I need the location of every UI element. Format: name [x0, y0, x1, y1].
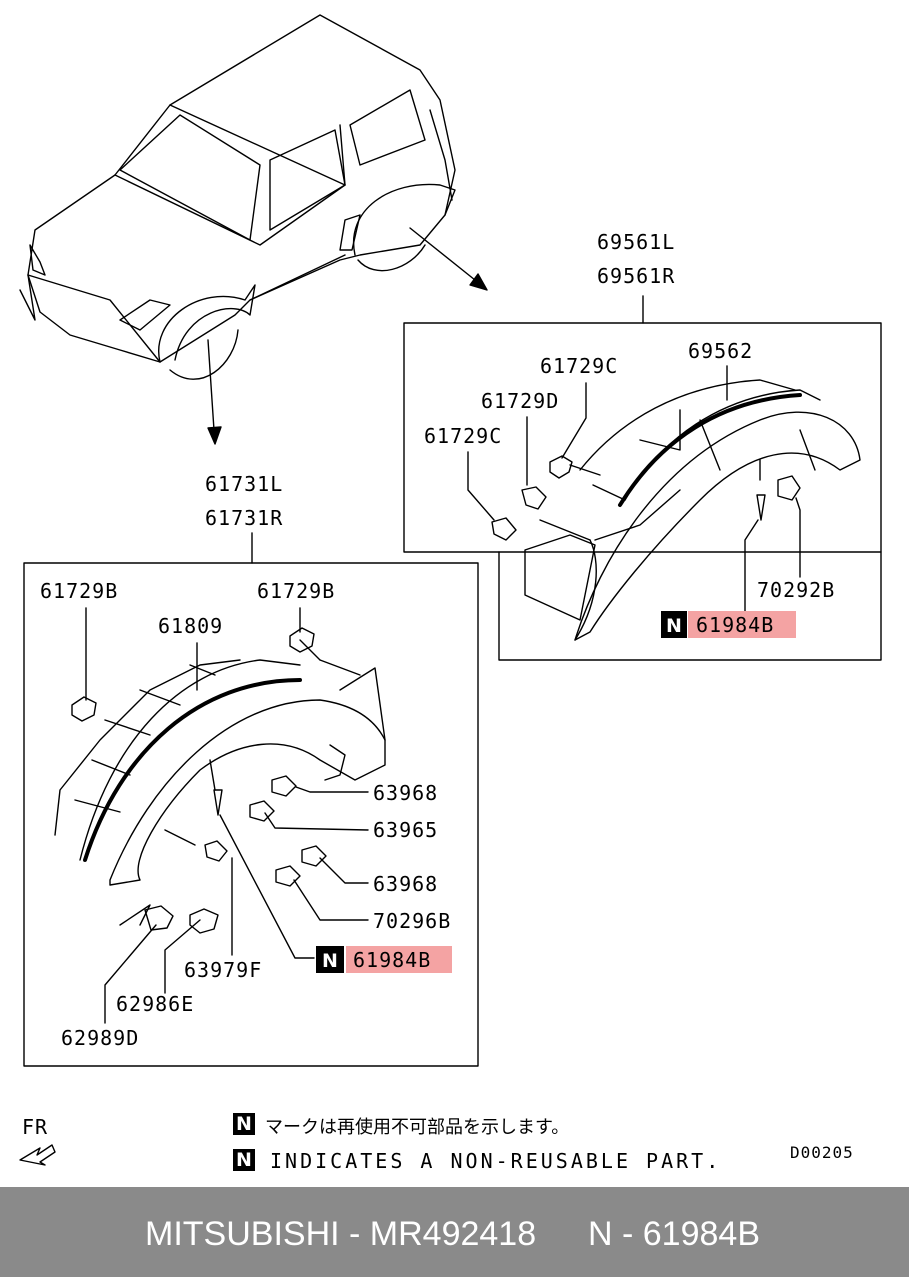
part-label-63965: 63965	[373, 818, 438, 842]
rear-group-number-left: 69561L	[597, 230, 675, 254]
part-label-61729c-top: 61729C	[540, 354, 618, 378]
highlight-61984b-rear	[688, 611, 796, 638]
fr-arrow-icon	[19, 1144, 56, 1166]
front-group-number-left: 61731L	[205, 472, 283, 496]
part-label-69562: 69562	[688, 339, 753, 363]
non-reusable-badge	[316, 946, 344, 973]
footer-brand-partnumber: MITSUBISHI - MR492418	[145, 1215, 537, 1253]
part-label-70292b: 70292B	[757, 578, 835, 602]
non-reusable-mark: N	[322, 950, 338, 972]
part-label-63968-a: 63968	[373, 781, 438, 805]
vehicle-illustration	[19, 14, 456, 380]
rear-group-number-right: 69561R	[597, 264, 675, 288]
front-fender-illustration	[54, 639, 386, 886]
highlight-61984b-front	[346, 946, 452, 973]
part-label-61729b-right: 61729B	[257, 579, 335, 603]
drawing-code: D00205	[790, 1143, 854, 1162]
non-reusable-badge	[661, 611, 687, 638]
front-group-number-right: 61731R	[205, 506, 283, 530]
part-label-61729b-left: 61729B	[40, 579, 118, 603]
legend-note-jp: マークは再使用不可部品を示します。	[265, 1117, 570, 1138]
legend-note-en: INDICATES A NON-REUSABLE PART.	[270, 1149, 722, 1173]
part-label-61729d: 61729D	[481, 389, 559, 413]
part-label-63979f: 63979F	[184, 958, 262, 982]
part-label-61729c-left: 61729C	[424, 424, 502, 448]
parts-diagram: 69561L 69561R 69562 61729C 61729D 61729C…	[19, 14, 882, 1166]
part-label-63968-b: 63968	[373, 872, 438, 896]
part-label-62986e: 62986E	[116, 992, 194, 1016]
non-reusable-mark: N	[666, 615, 682, 637]
fr-label: FR	[22, 1115, 48, 1139]
part-label-70296b: 70296B	[373, 909, 451, 933]
footer-part-code: N - 61984B	[588, 1215, 760, 1253]
part-label-62989d: 62989D	[61, 1026, 139, 1050]
footer-bar: MITSUBISHI - MR492418 N - 61984B	[0, 1187, 909, 1277]
front-clips	[71, 627, 327, 934]
part-label-61984b-front: 61984B	[353, 948, 431, 972]
part-label-61984b-rear: 61984B	[696, 613, 774, 637]
rear-clips	[491, 455, 801, 541]
part-label-61809: 61809	[158, 614, 223, 638]
legend-badge-en: N	[233, 1149, 255, 1171]
legend-badge-jp: N	[233, 1113, 255, 1135]
